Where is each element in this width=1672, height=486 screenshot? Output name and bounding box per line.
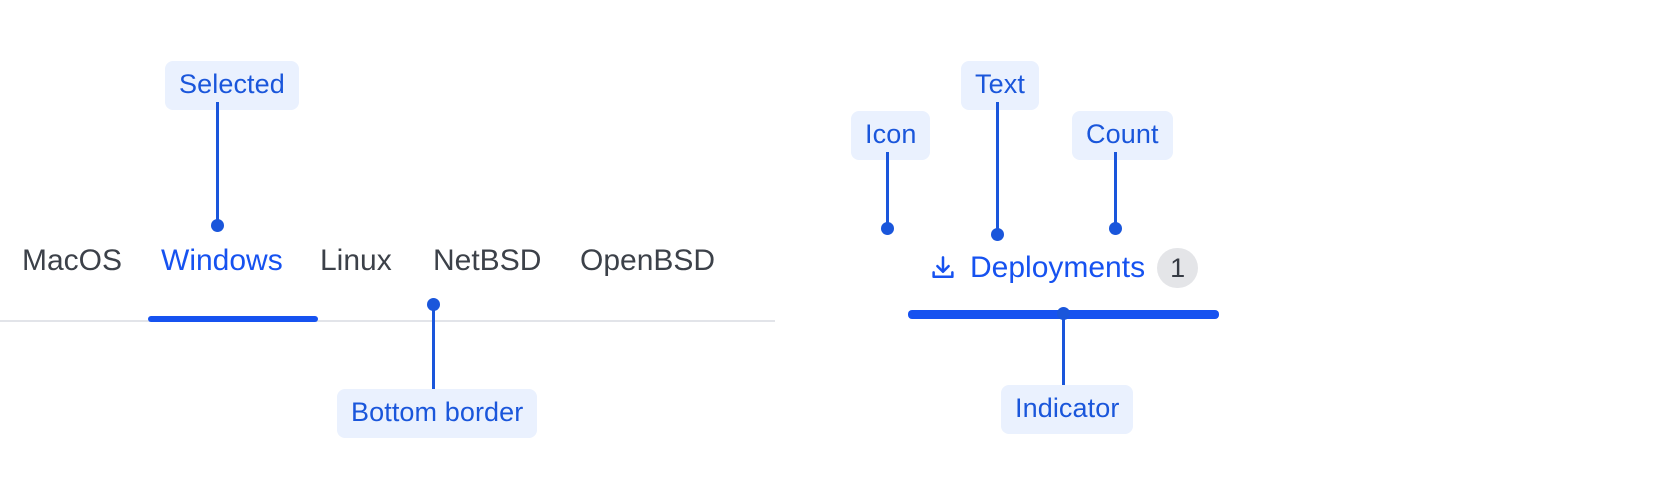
annotation-icon-leader-dot <box>881 222 894 235</box>
annotation-icon-leader-line <box>886 152 889 228</box>
tab-windows-underline <box>148 316 318 322</box>
tab-macos[interactable]: MacOS <box>22 244 123 277</box>
annotation-bottom-border-chip: Bottom border <box>337 389 538 438</box>
annotation-count-leader-dot <box>1109 222 1122 235</box>
tab-deployments-label: Deployments <box>970 251 1146 284</box>
annotation-icon-chip: Icon <box>851 111 931 160</box>
annotation-text-leader-dot <box>991 228 1004 241</box>
annotation-text-chip: Text <box>961 61 1039 110</box>
annotation-indicator-leader-line <box>1062 313 1065 386</box>
tab-deployments[interactable]: Deployments 1 <box>908 246 1238 324</box>
annotation-selected-chip: Selected <box>165 61 299 110</box>
download-icon <box>932 256 954 278</box>
tab-deployments-content: Deployments 1 <box>908 246 1199 290</box>
tab-linux[interactable]: Linux <box>320 244 392 277</box>
tab-netbsd[interactable]: NetBSD <box>433 244 542 277</box>
annotation-selected-leader-line <box>216 102 219 224</box>
tab-group-os: MacOS Windows Linux NetBSD OpenBSD <box>0 246 775 324</box>
tab-group-bottom-border <box>0 320 775 322</box>
tab-windows[interactable]: Windows <box>161 244 283 277</box>
annotation-indicator-chip: Indicator <box>1001 385 1134 434</box>
tab-openbsd[interactable]: OpenBSD <box>580 244 716 277</box>
annotation-selected-leader-dot <box>211 219 224 232</box>
annotation-count-leader-line <box>1114 152 1117 228</box>
tab-deployments-count-badge: 1 <box>1157 248 1199 288</box>
annotation-count-chip: Count <box>1072 111 1173 160</box>
annotation-text-leader-line <box>996 102 999 233</box>
annotation-bottom-border-leader-line <box>432 304 435 390</box>
